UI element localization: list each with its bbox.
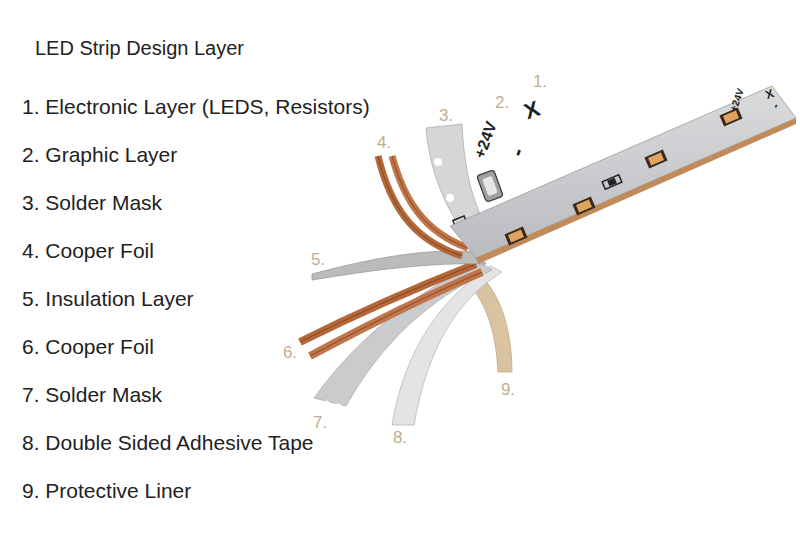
led-chip [572,197,595,216]
callout-number: 7. [313,413,327,433]
legend-item: 3. Solder Mask [22,191,162,215]
legend-item: 5. Insulation Layer [22,287,194,311]
legend-item: 7. Solder Mask [22,383,162,407]
legend-item: 4. Cooper Foil [22,239,154,263]
graphic-marking: X [521,96,543,125]
graphic-component [477,170,503,202]
foil-edge [310,272,482,356]
legend-item: 6. Cooper Foil [22,335,154,359]
led-chip [644,150,667,169]
legend-item: 9. Protective Liner [22,479,191,503]
strip-marking: +24V [728,87,747,113]
callout-number: 1. [533,72,547,92]
strip-edge [476,118,796,264]
lower-copper-foil [310,272,482,356]
graphic-marking: +24V [471,119,501,161]
callout-number: 6. [283,343,297,363]
callout-number: 5. [311,250,325,270]
mask-hole [335,404,342,411]
resistor-symbol [602,175,622,189]
strip-marking: - [769,102,783,110]
legend-item: 2. Graphic Layer [22,143,177,167]
mask-hole [446,194,454,202]
strip-marking: X [764,87,776,103]
led-chip [504,227,527,246]
led-strip-board [450,86,796,258]
callout-number: 8. [393,428,407,448]
mask-hole [434,158,442,166]
legend-item: 1. Electronic Layer (LEDS, Resistors) [22,95,370,119]
mask-hole [323,401,330,408]
callout-number: 3. [439,106,453,126]
graphic-marking: - [504,144,530,160]
callout-number: 2. [495,93,509,113]
component-body [477,170,503,202]
diagram-title: LED Strip Design Layer [35,37,244,60]
legend-item: 8. Double Sided Adhesive Tape [22,431,314,455]
callout-number: 9. [501,380,515,400]
callout-number: 4. [377,133,391,153]
component-lens [482,176,498,196]
